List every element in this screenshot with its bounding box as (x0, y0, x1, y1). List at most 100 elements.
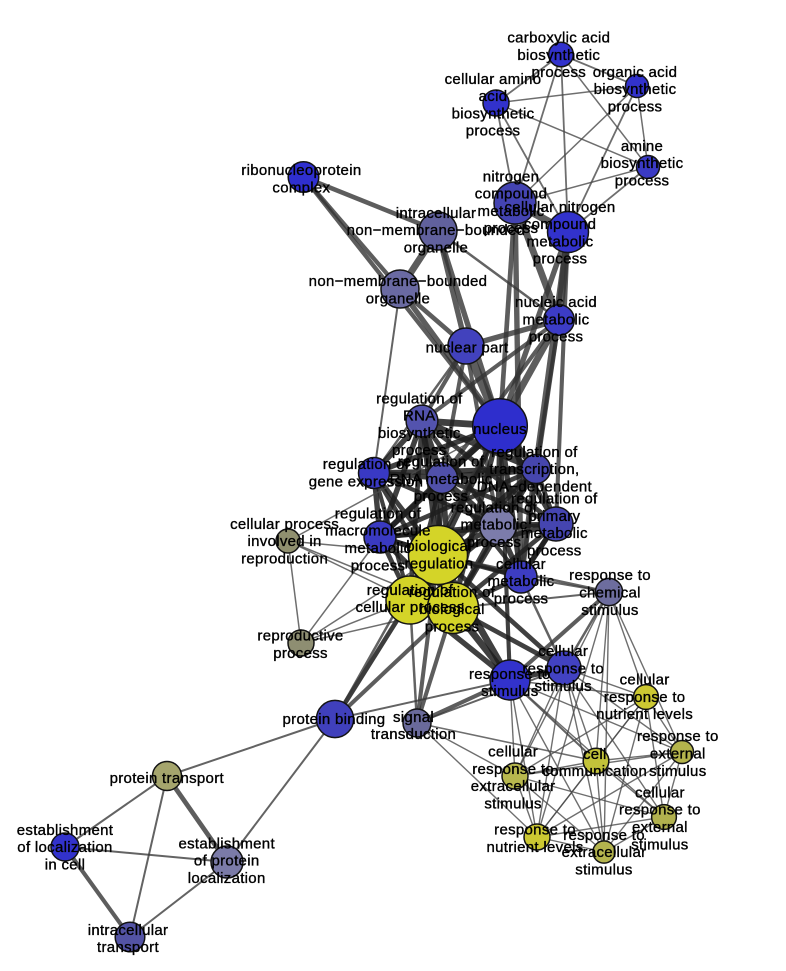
svg-text:metabolic: metabolic (461, 517, 528, 534)
svg-text:process: process (529, 329, 584, 346)
svg-text:process: process (494, 590, 549, 607)
svg-text:cell: cell (583, 746, 607, 763)
svg-text:regulation of: regulation of (335, 505, 422, 522)
svg-text:process: process (527, 542, 582, 559)
svg-text:regulation of: regulation of (451, 499, 538, 516)
svg-text:nuclear part: nuclear part (426, 339, 509, 356)
svg-text:RNA metabolic: RNA metabolic (389, 471, 492, 488)
svg-text:intracellular: intracellular (88, 922, 169, 939)
svg-text:process: process (467, 534, 522, 551)
svg-text:gene expression: gene expression (309, 473, 424, 490)
svg-text:metabolic: metabolic (523, 311, 590, 328)
svg-text:establishment: establishment (178, 835, 275, 852)
svg-text:nitrogen: nitrogen (483, 168, 540, 185)
svg-text:protein transport: protein transport (110, 770, 225, 787)
svg-text:extracellular: extracellular (562, 844, 647, 861)
svg-text:metabolic: metabolic (521, 525, 588, 542)
svg-text:intracellular: intracellular (396, 205, 477, 222)
svg-text:stimulus: stimulus (575, 861, 632, 878)
svg-text:process: process (615, 173, 670, 190)
svg-text:stimulus: stimulus (481, 683, 538, 700)
svg-text:response to: response to (619, 802, 701, 819)
svg-text:ribonucleoprotein: ribonucleoprotein (241, 162, 361, 179)
svg-text:transcription,: transcription, (489, 461, 579, 478)
svg-text:nutrient levels: nutrient levels (596, 706, 693, 723)
svg-text:transduction: transduction (371, 726, 456, 743)
svg-text:process: process (425, 618, 480, 635)
svg-text:biosynthetic: biosynthetic (517, 47, 600, 64)
svg-text:stimulus: stimulus (631, 836, 688, 853)
svg-text:signal: signal (393, 709, 434, 726)
svg-text:compound: compound (475, 186, 547, 203)
svg-text:stimulus: stimulus (581, 602, 638, 619)
svg-text:biosynthetic: biosynthetic (601, 155, 684, 172)
svg-text:in cell: in cell (45, 856, 85, 873)
svg-text:stimulus: stimulus (484, 795, 541, 812)
svg-text:metabolic: metabolic (527, 233, 594, 250)
svg-text:metabolic: metabolic (478, 203, 545, 220)
svg-text:reproduction: reproduction (241, 550, 328, 567)
svg-text:primary: primary (528, 508, 580, 525)
svg-text:nutrient levels: nutrient levels (486, 839, 583, 856)
svg-text:of protein: of protein (194, 853, 260, 870)
svg-text:reproductive: reproductive (257, 628, 343, 645)
svg-text:cellular: cellular (620, 672, 670, 689)
svg-text:involved in: involved in (248, 533, 322, 550)
svg-text:response to: response to (569, 567, 651, 584)
svg-text:regulation of: regulation of (376, 390, 463, 407)
svg-text:macromolecule: macromolecule (325, 523, 431, 540)
svg-text:external: external (650, 746, 706, 763)
svg-text:RNA: RNA (403, 408, 436, 425)
svg-text:of localization: of localization (17, 839, 112, 856)
svg-text:amine: amine (621, 138, 663, 155)
svg-text:regulation: regulation (405, 556, 474, 573)
svg-text:cellular process: cellular process (355, 599, 464, 616)
svg-text:localization: localization (188, 870, 266, 887)
svg-text:biosynthetic: biosynthetic (452, 105, 535, 122)
svg-text:complex: complex (272, 179, 330, 196)
svg-text:cellular process: cellular process (230, 516, 339, 533)
svg-text:process: process (531, 64, 586, 81)
svg-text:metabolic: metabolic (345, 540, 412, 557)
svg-text:stimulus: stimulus (534, 678, 591, 695)
svg-text:nucleic acid: nucleic acid (515, 294, 597, 311)
svg-text:organelle: organelle (366, 290, 430, 307)
svg-text:DNA−dependent: DNA−dependent (477, 478, 593, 495)
svg-text:response to: response to (522, 661, 604, 678)
svg-text:cellular: cellular (538, 643, 588, 660)
svg-text:cellular amino: cellular amino (445, 71, 542, 88)
svg-text:cellular nitrogen: cellular nitrogen (505, 199, 616, 216)
svg-text:regulation of: regulation of (367, 582, 454, 599)
svg-text:biosynthetic: biosynthetic (594, 81, 677, 98)
svg-text:nucleus: nucleus (473, 421, 527, 438)
svg-text:non−membrane−bounded: non−membrane−bounded (309, 273, 488, 290)
svg-text:process: process (466, 123, 521, 140)
svg-text:regulation of: regulation of (511, 491, 598, 508)
svg-text:process: process (273, 645, 328, 662)
svg-text:acid: acid (479, 88, 508, 105)
svg-text:response to: response to (472, 761, 554, 778)
svg-text:regulation of: regulation of (409, 584, 496, 601)
svg-text:establishment: establishment (17, 822, 114, 839)
svg-text:regulation of: regulation of (323, 456, 410, 473)
svg-text:external: external (632, 819, 688, 836)
svg-text:response to: response to (563, 827, 645, 844)
svg-text:process: process (484, 220, 539, 237)
svg-text:compound: compound (524, 216, 596, 233)
svg-text:metabolic: metabolic (488, 573, 555, 590)
svg-text:process: process (608, 99, 663, 116)
svg-text:extracellular: extracellular (471, 778, 556, 795)
svg-text:response to: response to (637, 728, 719, 745)
svg-text:response to: response to (494, 822, 576, 839)
svg-text:stimulus: stimulus (649, 763, 706, 780)
svg-text:cellular: cellular (635, 784, 685, 801)
svg-text:communication: communication (542, 763, 647, 780)
svg-text:process: process (351, 557, 406, 574)
svg-text:regulation of: regulation of (491, 444, 578, 461)
svg-text:response to: response to (604, 689, 686, 706)
svg-text:cellular: cellular (488, 744, 538, 761)
svg-text:process: process (533, 251, 588, 268)
svg-text:regulation of: regulation of (398, 454, 485, 471)
svg-text:chemical: chemical (579, 585, 641, 602)
svg-text:transport: transport (97, 939, 159, 956)
